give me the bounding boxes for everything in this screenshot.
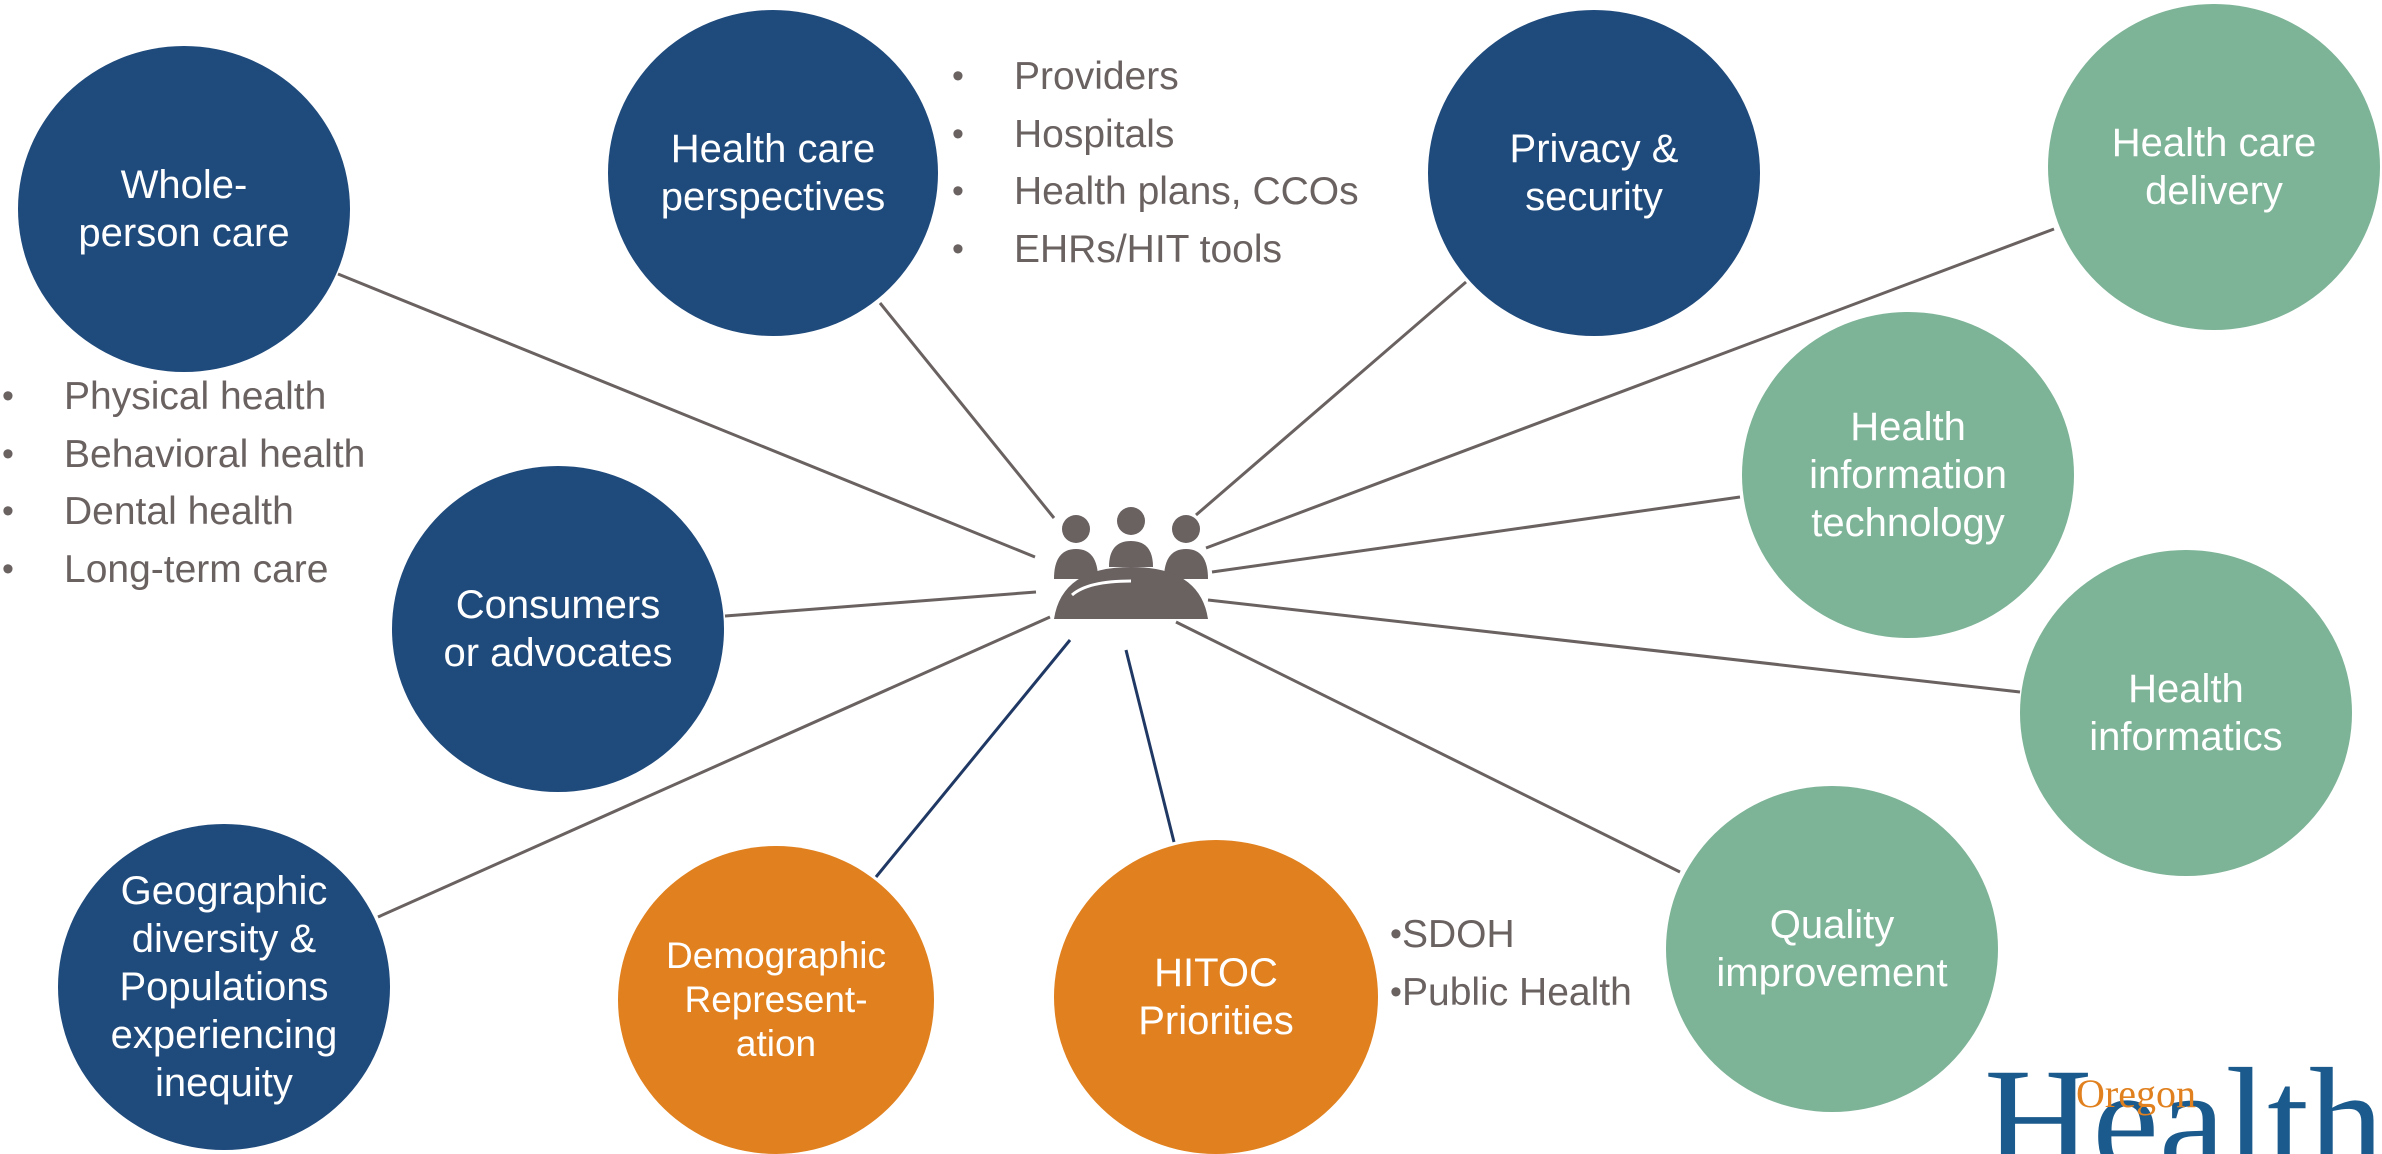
connector-quality-improvement: [1175, 620, 1681, 874]
priorities-list: SDOH Public Health: [1390, 906, 1632, 1021]
connector-geographic-diversity: [377, 615, 1051, 919]
list-item: EHRs/HIT tools: [952, 221, 1359, 279]
list-item: SDOH: [1390, 906, 1632, 964]
connector-health-care-perspectives: [878, 302, 1056, 519]
connector-consumers-advocates: [724, 590, 1037, 618]
list-item: Dental health: [2, 483, 365, 541]
connector-health-information-technology: [1211, 495, 1741, 574]
connector-health-informatics: [1207, 598, 2021, 694]
list-item: Long-term care: [2, 541, 365, 599]
connector-demographic-representation: [874, 639, 1072, 878]
list-item: Physical health: [2, 368, 365, 426]
node-whole-person-care: Whole-person care: [18, 46, 350, 372]
list-item: Providers: [952, 48, 1359, 106]
node-privacy-security: Privacy &security: [1428, 10, 1760, 336]
connector-health-care-delivery: [1205, 227, 2055, 550]
whole-person-list: Physical health Behavioral health Dental…: [2, 368, 365, 598]
people-at-table-icon: [1054, 507, 1208, 619]
list-item: Behavioral health: [2, 426, 365, 484]
connector-whole-person-care: [337, 272, 1036, 559]
list-item: Public Health: [1390, 964, 1632, 1022]
list-item: Hospitals: [952, 106, 1359, 164]
connector-hitoc-priorities: [1124, 649, 1176, 843]
oregon-health-logo: Health Oregon: [1984, 1056, 2382, 1154]
list-item: Health plans, CCOs: [952, 163, 1359, 221]
perspectives-list: Providers Hospitals Health plans, CCOs E…: [952, 48, 1359, 278]
connector-privacy-security: [1195, 280, 1467, 517]
